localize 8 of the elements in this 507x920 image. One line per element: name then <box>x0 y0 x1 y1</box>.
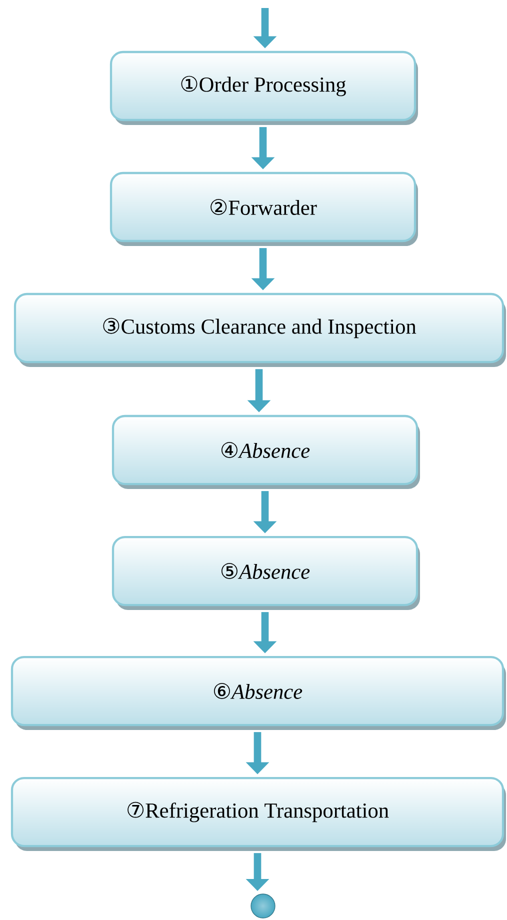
process-box: ⑥Absence <box>10 656 506 730</box>
process-box: ⑤Absence <box>112 536 420 610</box>
process-box: ②Forwarder <box>110 172 418 246</box>
end-circle <box>250 894 276 918</box>
process-box: ⑦Refrigeration Transportation <box>10 776 506 851</box>
process-box: ③Customs Clearance and Inspection <box>14 292 506 367</box>
process-box: ④Absence <box>112 414 420 489</box>
process-box: ①Order Processing <box>110 50 418 125</box>
